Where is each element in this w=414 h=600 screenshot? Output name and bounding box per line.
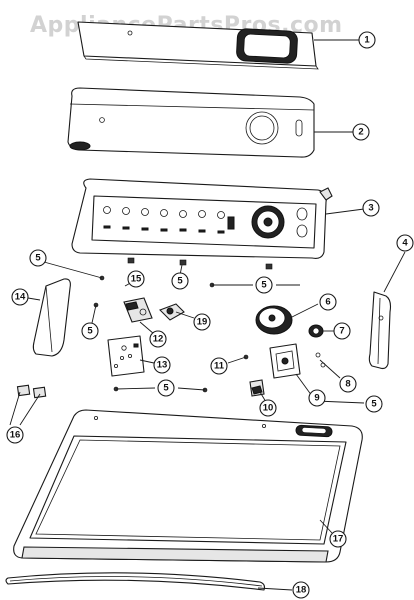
callout-label: 9 — [314, 393, 319, 404]
callout-label: 5 — [371, 399, 377, 410]
part-left-end-cap — [32, 278, 71, 357]
callout-label: 13 — [157, 360, 168, 371]
console-buttons — [103, 206, 235, 234]
part-8a — [315, 352, 321, 358]
callout-label: 5 — [35, 253, 41, 264]
callout: 15 — [127, 270, 145, 288]
callout: 5 — [29, 249, 47, 267]
callout-label: 12 — [153, 334, 164, 345]
callout-label: 16 — [10, 430, 21, 441]
callout: 13 — [153, 356, 171, 374]
callout-label: 18 — [296, 585, 307, 596]
callout: 10 — [259, 399, 277, 417]
callout-label: 1 — [364, 35, 370, 46]
callout: 5 — [157, 379, 175, 397]
part-small-knob — [308, 324, 324, 338]
part-right-end-cap — [368, 291, 392, 370]
callout: 3 — [362, 199, 380, 217]
callout-label: 3 — [368, 203, 373, 214]
part-16 — [16, 384, 47, 399]
part-console-panel — [67, 87, 315, 158]
callout-label: 11 — [214, 361, 225, 372]
callout-label: 14 — [15, 292, 26, 303]
callout: 12 — [149, 330, 167, 348]
callout-label: 5 — [261, 280, 267, 291]
callout-label: 10 — [263, 403, 274, 414]
callout: 18 — [292, 581, 310, 599]
callout-label: 7 — [339, 326, 344, 337]
callout: 4 — [396, 234, 414, 252]
callout-label: 2 — [358, 127, 363, 138]
callout-label: 5 — [163, 383, 169, 394]
callout: 9 — [308, 389, 326, 407]
callout: 2 — [352, 123, 370, 141]
callout-label: 4 — [402, 238, 408, 249]
part-top-cover — [13, 409, 363, 563]
callout: 5 — [81, 322, 99, 340]
part-bracket — [249, 379, 265, 397]
callout: 5 — [171, 272, 189, 290]
callout-label: 5 — [87, 326, 93, 337]
callout-label: 6 — [325, 297, 330, 308]
callout-label: 17 — [333, 534, 344, 545]
callout: 17 — [329, 530, 347, 548]
part-timer-knob — [255, 305, 293, 335]
callout-label: 15 — [131, 274, 142, 285]
part-19 — [159, 303, 185, 321]
part-trim-strip — [5, 572, 266, 591]
callout: 16 — [6, 426, 24, 444]
callout: 8 — [339, 375, 357, 393]
callout: 6 — [319, 293, 337, 311]
callout-label: 8 — [345, 379, 350, 390]
callout: 19 — [193, 313, 211, 331]
callout: 5 — [255, 276, 273, 294]
callout: 14 — [11, 288, 29, 306]
callout: 7 — [333, 322, 351, 340]
part-switch — [123, 297, 153, 323]
callout: 5 — [365, 395, 383, 413]
part-timer — [269, 343, 301, 379]
callout: 1 — [358, 31, 376, 49]
callout: 11 — [210, 357, 228, 375]
console-knob — [251, 205, 285, 239]
callout-label: 19 — [197, 317, 208, 328]
part-control-board — [107, 335, 145, 377]
callout-label: 5 — [177, 276, 183, 287]
part-control-console — [71, 178, 333, 259]
part-rear-panel — [77, 21, 319, 70]
